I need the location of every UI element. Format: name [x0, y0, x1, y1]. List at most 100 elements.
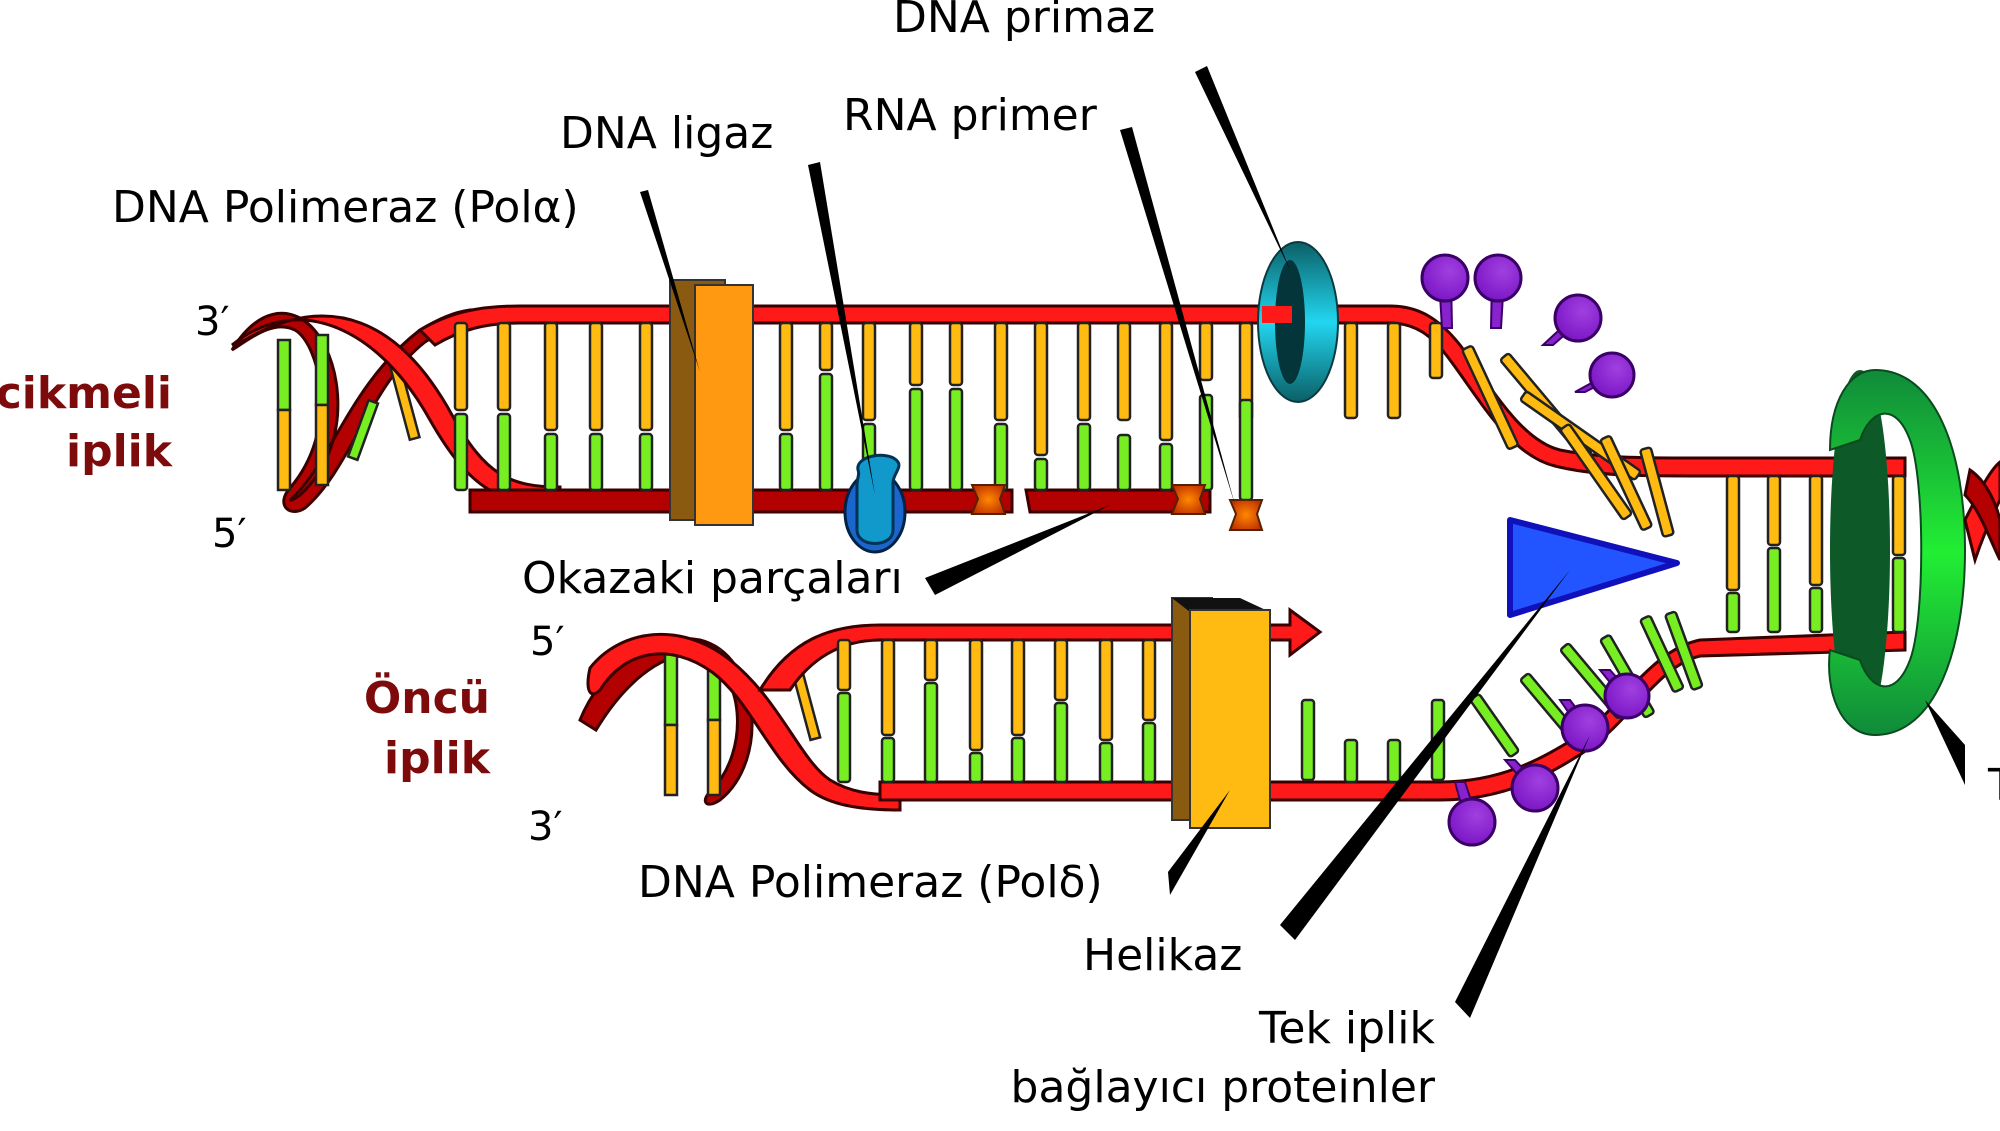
rna-primer: [1228, 499, 1264, 531]
base-green: [818, 372, 834, 492]
base-orange: [543, 321, 559, 432]
ssb-protein: [1447, 781, 1497, 847]
leading-strand: [578, 597, 1907, 847]
label-ssb-line2: bağlayıcı proteinler: [1011, 1062, 1436, 1113]
base-orange: [496, 321, 512, 412]
base-green: [1386, 738, 1402, 784]
base-orange: [1461, 345, 1519, 450]
base-orange: [1891, 474, 1907, 557]
base-green: [1098, 741, 1114, 784]
helicase: [1507, 517, 1680, 618]
base-orange: [1559, 423, 1633, 521]
base-green: [1891, 556, 1907, 634]
lagging-base-pairs: [453, 321, 1675, 538]
base-green: [778, 432, 794, 492]
green-ring-clamp: [1828, 368, 1967, 737]
ssb-protein: [1540, 293, 1603, 346]
label-primase: DNA primaz: [893, 0, 1155, 43]
base-orange: [1141, 638, 1157, 722]
base-green: [1664, 610, 1704, 691]
base-orange: [778, 321, 794, 432]
base-green: [1141, 721, 1157, 784]
base-orange: [1766, 474, 1782, 547]
lagging-strand: [230, 241, 1907, 554]
base-green: [543, 432, 559, 492]
base-green: [1808, 586, 1824, 634]
pol-alpha: [669, 279, 754, 526]
ssb-protein: [1558, 699, 1610, 753]
base-orange: [861, 321, 877, 422]
base-green: [1766, 546, 1782, 634]
label-pol-alpha: DNA Polimeraz (Polα): [112, 182, 579, 233]
base-orange: [1639, 446, 1675, 538]
base-green: [908, 387, 924, 492]
pointer-ligase: [808, 162, 875, 495]
pointer-okazaki: [925, 505, 1110, 595]
rna-primer: [970, 484, 1007, 515]
label-pol-delta: DNA Polimeraz (Polδ): [638, 857, 1103, 908]
base-green: [1158, 442, 1174, 492]
base-green: [453, 412, 469, 492]
base-orange: [818, 321, 834, 372]
label-helicase: Helikaz: [1083, 930, 1242, 981]
end-label-leading-bottom: 3′: [528, 804, 563, 850]
label-ssb-line1: Tek iplik: [1258, 1003, 1436, 1054]
pointer-clamp: [1925, 700, 1965, 785]
base-orange: [1158, 321, 1174, 442]
base-green: [1639, 615, 1685, 693]
base-orange: [1808, 474, 1824, 587]
base-green: [948, 387, 964, 492]
base-orange: [1116, 321, 1132, 422]
end-label-lagging-bottom: 5′: [212, 511, 247, 557]
lagging-template-backbone-straight: [417, 304, 1907, 478]
pointer-pol-alpha: [640, 190, 700, 372]
base-green: [1343, 738, 1359, 784]
base-green: [880, 736, 896, 784]
base-orange: [1076, 321, 1092, 422]
base-green: [836, 691, 852, 784]
base-green: [1116, 433, 1132, 492]
base-green: [1469, 693, 1520, 758]
base-orange: [948, 321, 964, 387]
dna-ligase: [843, 453, 907, 554]
base-orange: [1010, 638, 1026, 737]
ssb-protein: [1420, 253, 1470, 329]
base-orange: [1725, 474, 1741, 592]
rna-primer: [1170, 484, 1207, 515]
pointer-rna-primer: [1120, 127, 1235, 505]
end-label-lagging-top: 3′: [195, 299, 230, 345]
base-orange: [1033, 321, 1049, 457]
label-rna-primer: RNA primer: [843, 90, 1098, 141]
base-green: [588, 432, 604, 492]
leading-strand-label-line2: iplik: [384, 733, 492, 784]
lagging-helix-bases: [276, 333, 422, 492]
ssb-protein: [1574, 351, 1636, 399]
leading-base-pairs: [836, 610, 1704, 784]
base-orange: [1599, 435, 1653, 531]
ssb-protein: [1502, 759, 1560, 813]
base-green: [993, 422, 1009, 492]
base-green: [1053, 701, 1069, 784]
pol-delta: [1171, 597, 1271, 829]
parent-duplex: [1725, 368, 2000, 737]
ssb-group-top: [1420, 253, 1636, 399]
base-orange: [836, 638, 852, 692]
end-label-leading-top: 5′: [530, 619, 565, 665]
base-green: [1238, 398, 1254, 502]
base-orange: [968, 638, 984, 752]
pointer-helicase: [1280, 570, 1570, 940]
ssb-protein: [1597, 669, 1651, 720]
label-topo-partial: T: [1987, 760, 2000, 811]
base-orange: [453, 321, 469, 412]
base-orange: [923, 638, 939, 682]
base-orange: [1428, 321, 1444, 380]
base-green: [923, 681, 939, 784]
base-green: [1010, 736, 1026, 784]
label-ligase: DNA ligaz: [560, 108, 773, 159]
label-okazaki: Okazaki parçaları: [522, 553, 903, 604]
base-orange: [908, 321, 924, 387]
base-green: [1725, 591, 1741, 634]
lagging-strand-label-line1: cikmeli: [0, 368, 172, 419]
lagging-new-backbone-2: [1024, 488, 1212, 514]
